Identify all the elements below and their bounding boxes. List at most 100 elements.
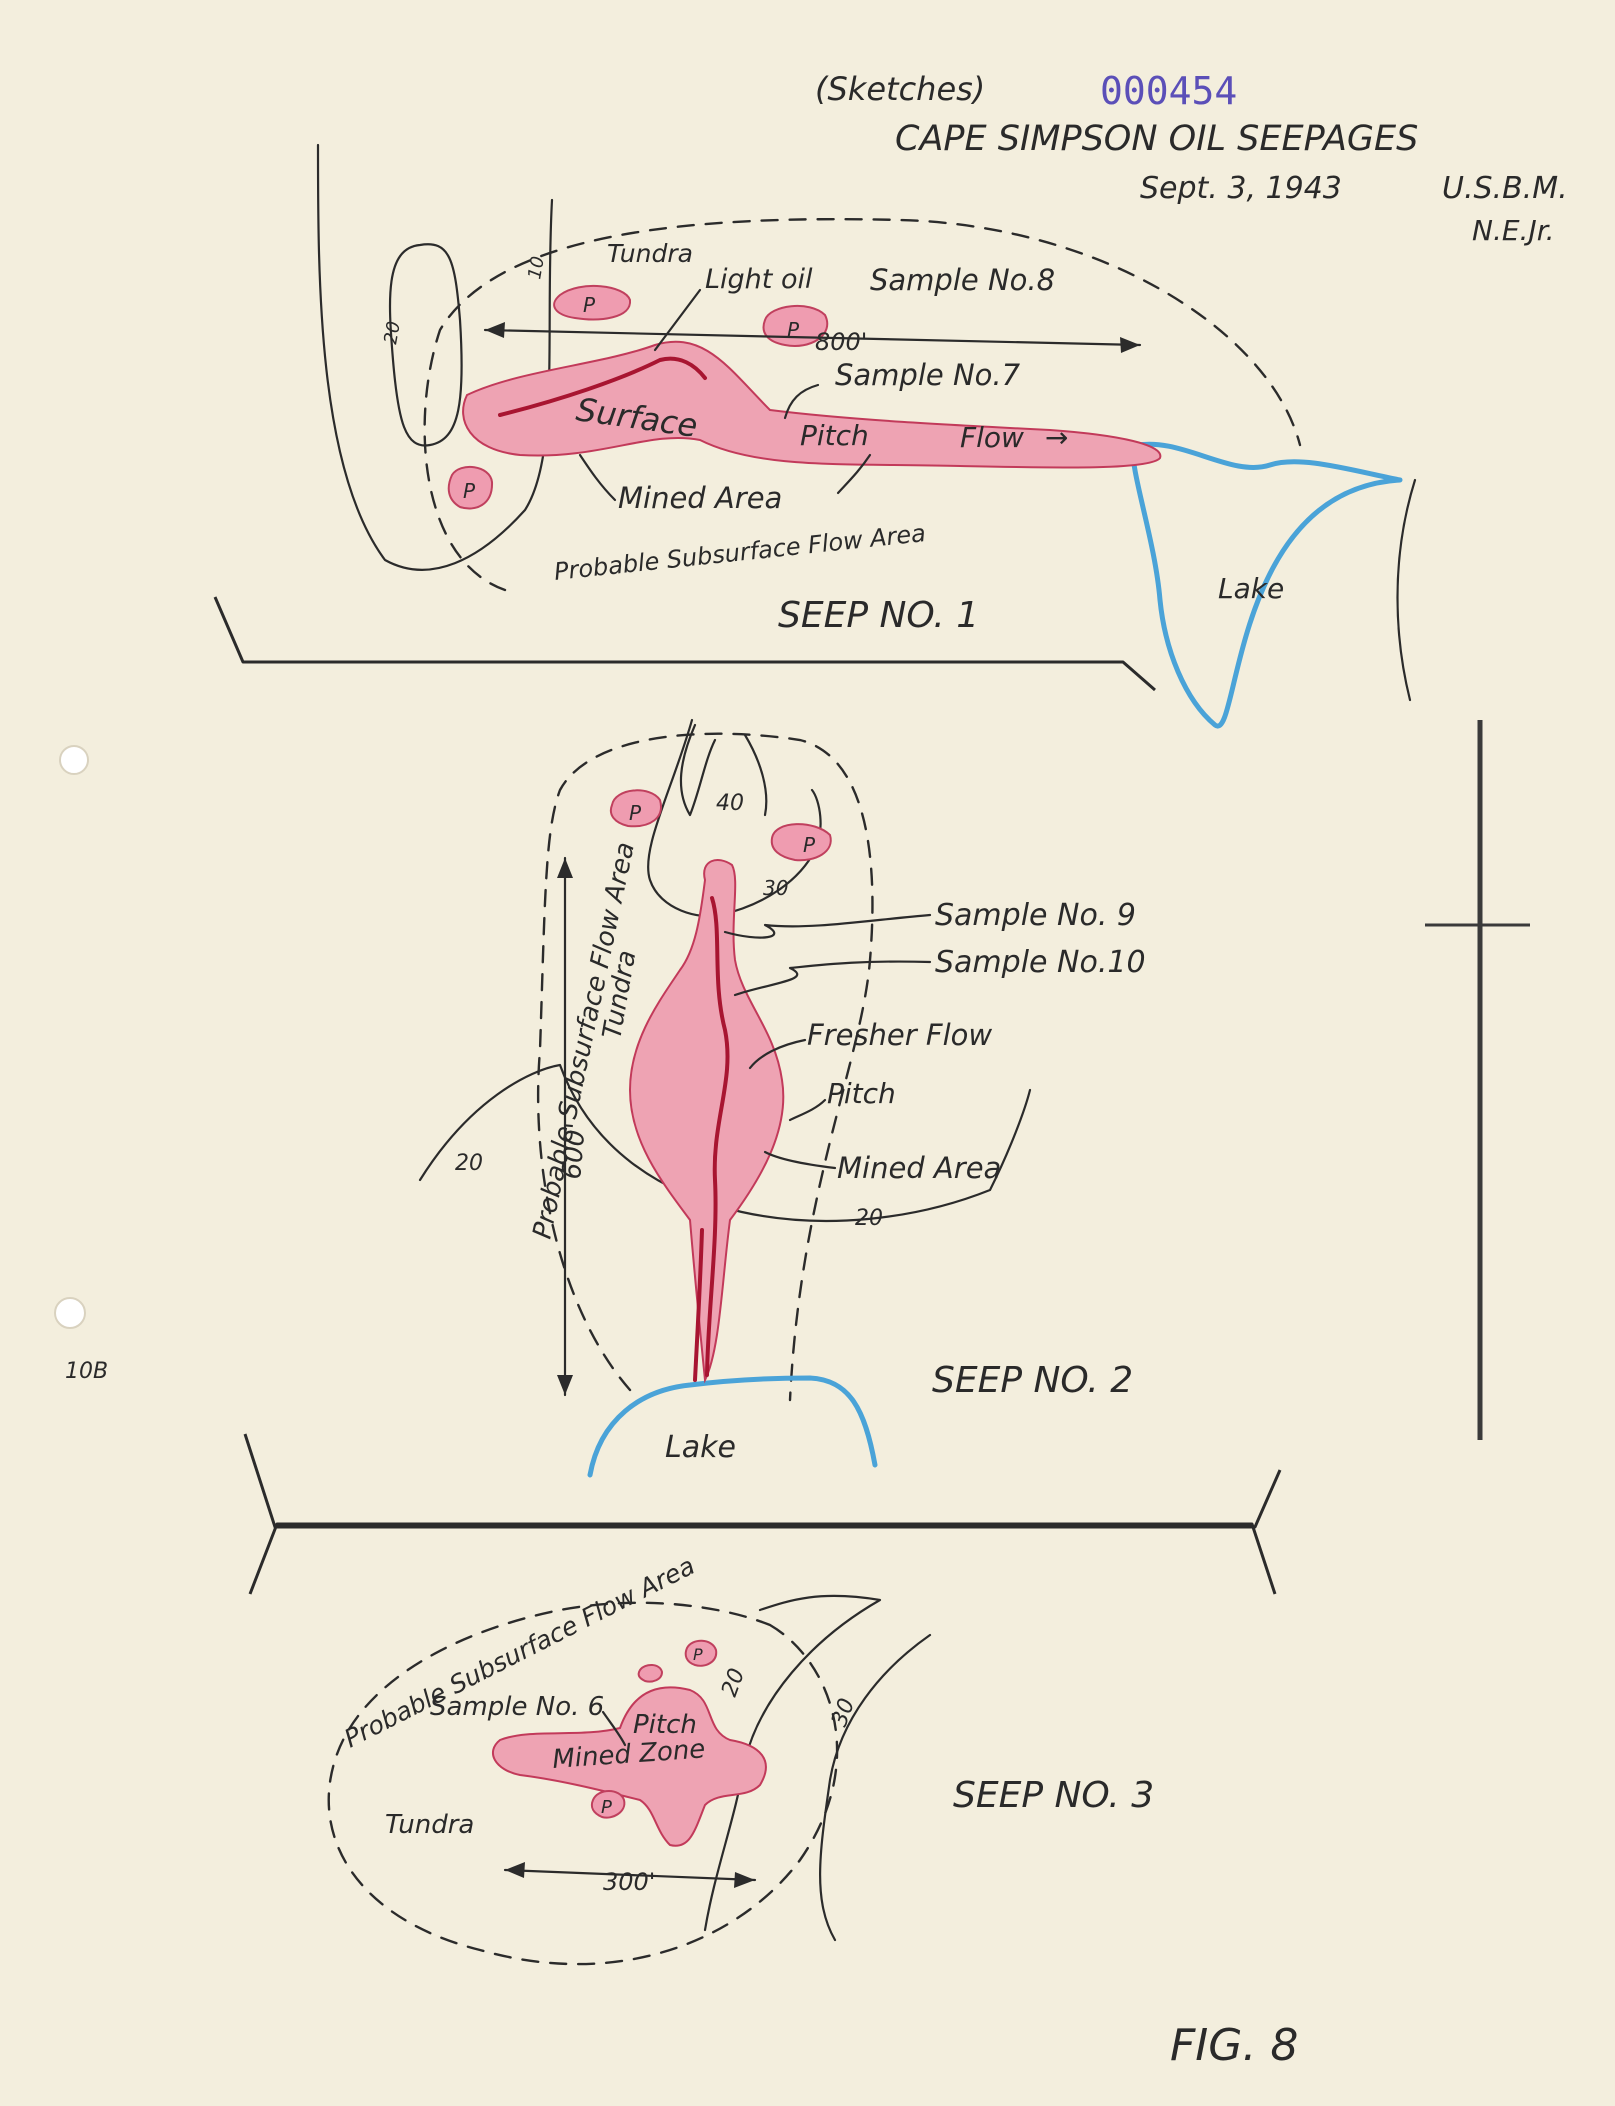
seep2-fresher-leader: [748, 1038, 807, 1070]
seep1-sample7-leader: [783, 383, 820, 420]
seep1-sample7-label: Sample No.7: [835, 358, 1021, 392]
seep1-sample8-label: Sample No.8: [870, 263, 1055, 297]
document-title: CAPE SIMPSON OIL SEEPAGES: [895, 119, 1418, 159]
seep3-dimension-arrow-right: [734, 1872, 755, 1888]
seep3-p-label-2: P: [601, 1797, 612, 1818]
seep2-sample10-leader: [733, 960, 932, 997]
seep1-p-patch-1: [553, 284, 632, 321]
seep3-pitch-label: Pitch: [633, 1710, 697, 1740]
seep1-mined-leader: [578, 453, 617, 502]
seep3-sample6-label: Sample No. 6: [430, 1692, 604, 1722]
seep2-dimension-arrow-bottom: [557, 1375, 573, 1395]
punch-hole-bottom: [54, 1297, 86, 1329]
seep2-p-label-2: P: [803, 833, 816, 857]
seep2-mined-area-label: Mined Area: [837, 1151, 1001, 1185]
seep-1-sketch: 10 20 Tundra Light oil Sample No.8 800' …: [213, 143, 1417, 729]
seep1-lake-land: [1396, 478, 1417, 702]
seep2-contour-20-right-label: 20: [855, 1206, 883, 1231]
seep1-lake-label: Lake: [1218, 572, 1284, 605]
seep3-frame: [248, 1522, 1277, 1595]
document-number-stamp: 000454: [1100, 69, 1237, 113]
seep2-p-patch-2: [770, 823, 832, 862]
seep1-subsurface-boundary: [423, 217, 1302, 592]
sketches-label: (Sketches): [815, 70, 985, 108]
seep1-light-oil-leader: [653, 288, 702, 352]
seep1-pitch-leader: [836, 453, 872, 495]
seep2-lake-label: Lake: [665, 1430, 736, 1465]
seep1-dimension-line: [483, 328, 1142, 347]
seep2-contour-40-label: 40: [716, 791, 744, 816]
seep1-frame: [213, 596, 1156, 692]
seep3-dimension-line: [503, 1868, 757, 1882]
seep2-fresher-flow-label: Fresher Flow: [807, 1018, 992, 1052]
seep2-contour-20-left-label: 20: [455, 1151, 483, 1176]
seep1-mined-area-label: Mined Area: [618, 481, 782, 515]
seep3-sample6-leader: [601, 1710, 627, 1747]
seep1-p-label-1: P: [583, 293, 596, 317]
seep2-contour-40: [679, 723, 717, 817]
seep2-pitch-flow: [628, 859, 785, 1384]
seep1-light-oil-flow: [498, 356, 707, 417]
seep3-tundra-label: Tundra: [385, 1810, 474, 1840]
seep1-pitch-flow: [462, 340, 1162, 469]
seep3-contour-20: [703, 1594, 882, 1932]
seep1-pitch-label: Pitch: [800, 419, 869, 452]
seep2-title: SEEP NO. 2: [932, 1360, 1133, 1401]
seep3-p-patch-3: [590, 1790, 626, 1819]
seep2-pitch-leader: [788, 1098, 827, 1122]
seep1-contour-10-label: 10: [524, 255, 549, 281]
seep3-title: SEEP NO. 3: [953, 1775, 1154, 1816]
margin-note: 10B: [65, 1359, 108, 1384]
figure-label: FIG. 8: [1170, 2020, 1298, 2071]
seep1-p-patch-3: [447, 466, 494, 510]
author-initials: N.E.Jr.: [1472, 214, 1555, 247]
seep-2-sketch: Probable Subsurface Flow Area Tundra 600…: [243, 718, 1282, 1529]
seep2-p-label-1: P: [629, 801, 642, 825]
seep1-dimension-arrow-left: [485, 322, 505, 338]
seep1-subsurface-label: Probable Subsurface Flow Area: [553, 519, 927, 586]
seep1-dimension-label: 800': [815, 328, 867, 356]
seep1-flow-arrow: →: [1045, 421, 1068, 454]
seep2-fresher-flow: [705, 896, 730, 1377]
seep2-sample10-label: Sample No.10: [935, 945, 1146, 980]
seep1-light-oil-label: Light oil: [705, 264, 813, 295]
document-date: Sept. 3, 1943: [1140, 171, 1342, 206]
seep2-sample9-label: Sample No. 9: [935, 898, 1136, 933]
seep2-contour-30-label: 30: [763, 876, 788, 900]
seep1-tundra-label: Tundra: [607, 239, 693, 268]
seep2-p-patch-1: [609, 789, 662, 828]
seep2-dimension-label: 600': [557, 1121, 592, 1180]
seep1-lake-shore: [1130, 441, 1403, 729]
seep2-subsurface-boundary: [537, 732, 874, 1402]
seep3-subsurface-boundary: [327, 1601, 839, 1966]
seep1-contour-20: [388, 243, 463, 447]
seep3-contour-20-label: 20: [717, 1665, 750, 1700]
agency-label: U.S.B.M.: [1442, 171, 1568, 206]
seep2-fresher-flow-2: [693, 1228, 704, 1382]
seep1-title: SEEP NO. 1: [778, 595, 979, 636]
seep1-flow-label: Flow: [960, 421, 1024, 454]
seep2-pitch-label: Pitch: [827, 1077, 896, 1110]
seep3-pitch-zone: [491, 1686, 767, 1847]
seep-3-sketch: Probable Subsurface Flow Area 20 30 Samp…: [248, 1522, 1277, 1966]
seep3-contour-30: [819, 1633, 932, 1942]
seep2-frame: [243, 1433, 1282, 1529]
seep1-p-label-3: P: [463, 479, 476, 503]
seep2-mined-leader: [763, 1150, 837, 1170]
seep3-p-patch-1: [684, 1639, 718, 1667]
seep2-sample9-leader: [723, 913, 932, 939]
seep1-p-label-2: P: [787, 318, 800, 342]
seep2-contour-40-right: [743, 733, 768, 817]
seep3-p-label-1: P: [693, 1645, 703, 1664]
seep1-dimension-arrow-right: [1120, 337, 1140, 353]
seep3-dimension-arrow-left: [505, 1862, 525, 1878]
seep2-dimension-arrow-top: [557, 858, 573, 878]
seep1-contour-20-label: 20: [380, 320, 405, 346]
seep3-contour-30-label: 30: [827, 1695, 860, 1730]
seep3-p-patch-2: [637, 1664, 664, 1683]
punch-hole-top: [59, 745, 89, 775]
seep3-dimension-label: 300': [603, 1868, 655, 1896]
seep2-lake-shore: [587, 1375, 878, 1478]
